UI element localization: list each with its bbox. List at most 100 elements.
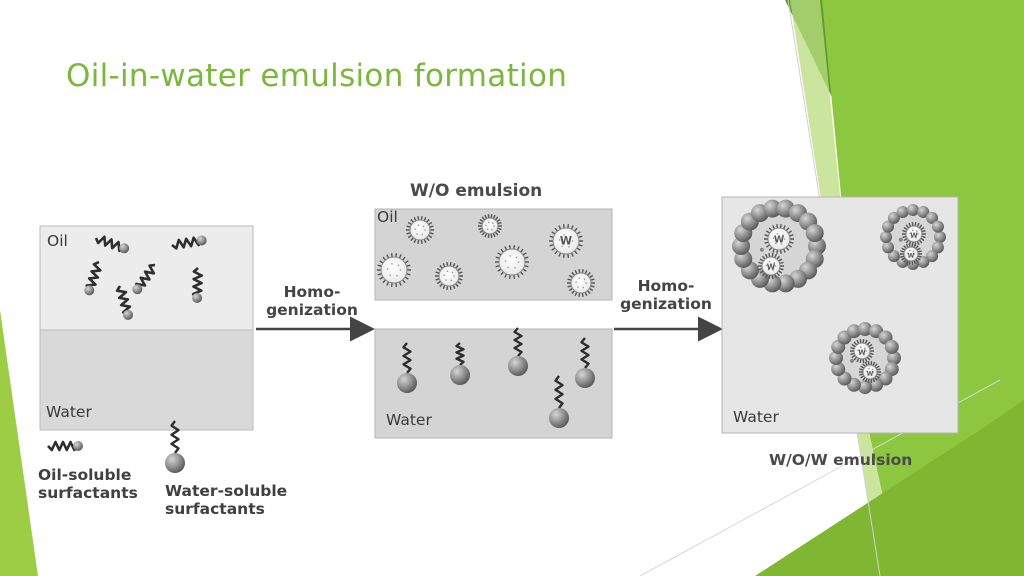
oil-soluble-surfactant bbox=[191, 267, 204, 303]
water-droplet bbox=[495, 245, 529, 279]
droplet-dot bbox=[857, 349, 859, 352]
panel1-oil-soluble-surfactants bbox=[84, 235, 207, 320]
droplet-dot bbox=[871, 368, 874, 371]
droplet-core bbox=[481, 217, 499, 235]
slide-title: Oil-in-water emulsion formation bbox=[66, 58, 568, 94]
wo-emulsion-title: W/O emulsion bbox=[410, 181, 543, 201]
water-droplet bbox=[567, 268, 595, 298]
droplet-dot bbox=[514, 266, 516, 269]
surfactant-head bbox=[196, 235, 207, 246]
droplet-w-mark: W bbox=[560, 235, 572, 248]
droplet-core bbox=[903, 246, 919, 262]
droplet-dot bbox=[868, 367, 870, 370]
droplet-dot bbox=[399, 269, 402, 271]
water-droplet: W bbox=[549, 224, 583, 258]
globule-surfactant-head bbox=[931, 220, 944, 233]
water-droplet bbox=[478, 213, 502, 239]
panel-water-surfactants bbox=[374, 327, 613, 439]
droplet-dot bbox=[397, 264, 400, 267]
droplet-dot bbox=[768, 260, 771, 263]
droplet-dot bbox=[776, 232, 779, 235]
surfactant-head bbox=[73, 441, 83, 451]
droplet-dot bbox=[571, 240, 574, 242]
globule-surfactant-head bbox=[858, 380, 872, 394]
droplet-spikes bbox=[764, 224, 794, 254]
droplet-dot bbox=[865, 350, 867, 352]
droplet-w-mark: W bbox=[858, 349, 866, 357]
oil-soluble-surfactant bbox=[84, 260, 102, 296]
surfactant-tail bbox=[115, 285, 132, 317]
droplet-dot bbox=[507, 266, 509, 269]
surfactant-head bbox=[123, 309, 134, 320]
oil-soluble-surfactant bbox=[132, 263, 156, 295]
droplet-dot bbox=[417, 224, 420, 227]
droplet-dot bbox=[517, 261, 520, 263]
droplet-core bbox=[862, 364, 878, 380]
droplet-dot bbox=[863, 353, 865, 356]
droplet-dot bbox=[782, 234, 784, 236]
droplet-core bbox=[552, 227, 580, 255]
oil-soluble-surfactant bbox=[171, 235, 207, 250]
droplet-dot bbox=[773, 262, 775, 264]
surfactant-head bbox=[549, 408, 569, 428]
droplet-core bbox=[767, 227, 791, 251]
droplet-core bbox=[409, 219, 431, 241]
droplet-spikes bbox=[406, 215, 434, 245]
droplet-dot bbox=[867, 374, 869, 376]
wow-globule: WW bbox=[880, 204, 946, 270]
water-droplet: W bbox=[902, 221, 926, 247]
droplet-dot bbox=[569, 235, 572, 238]
wo-water-droplets: W bbox=[377, 213, 595, 298]
water-droplet bbox=[406, 215, 434, 245]
droplet-dot bbox=[561, 245, 563, 248]
panel3-water-label: Water bbox=[733, 408, 779, 426]
surfactant-head bbox=[508, 356, 528, 376]
globule-surfactant-head bbox=[907, 204, 919, 216]
droplet-core bbox=[570, 272, 592, 294]
surfactant-head bbox=[575, 368, 595, 388]
droplet-dot bbox=[858, 353, 861, 356]
droplet-dot bbox=[774, 265, 777, 267]
droplet-spikes bbox=[377, 253, 411, 287]
droplet-dot bbox=[913, 253, 916, 255]
droplet-dot bbox=[389, 274, 391, 277]
legend-symbols bbox=[47, 420, 185, 473]
wow-globule: WW bbox=[829, 322, 901, 394]
panel1-water-phase bbox=[39, 329, 254, 431]
globule-dot bbox=[759, 247, 764, 252]
globule-surfactant-head bbox=[931, 241, 944, 254]
droplet-dot bbox=[568, 245, 570, 248]
droplet-dot bbox=[772, 237, 775, 239]
panel-wo-emulsion: W bbox=[374, 208, 613, 301]
droplet-dot bbox=[509, 255, 511, 257]
droplet-core bbox=[438, 265, 460, 287]
globule-surfactant-head bbox=[880, 231, 892, 243]
droplet-dot bbox=[780, 243, 783, 245]
droplet-spikes bbox=[850, 338, 874, 364]
arrow1-label-line1: Homo- bbox=[283, 283, 341, 301]
legend-water-soluble-label: Water-soluble surfactants bbox=[165, 482, 287, 519]
surfactant-tail bbox=[85, 260, 102, 292]
droplet-dot bbox=[917, 233, 919, 235]
droplet-spikes bbox=[567, 268, 595, 298]
droplet-dot bbox=[585, 282, 587, 284]
globule-surfactant-head bbox=[884, 339, 899, 354]
globule-surfactant-head bbox=[887, 211, 900, 224]
surfactant-head bbox=[192, 292, 203, 303]
globule-surfactant-head bbox=[882, 220, 895, 233]
decor-shard-bottom bbox=[755, 400, 1024, 576]
water-droplet: W bbox=[859, 360, 881, 384]
surfactant-tail bbox=[170, 420, 180, 454]
droplet-dot bbox=[396, 274, 398, 277]
droplet-dot bbox=[515, 256, 518, 259]
droplet-dot bbox=[563, 234, 565, 236]
droplet-dot bbox=[908, 256, 910, 258]
droplet-dot bbox=[416, 233, 418, 235]
surfactant-tail bbox=[513, 327, 523, 357]
water-soluble-surfactant bbox=[549, 375, 569, 428]
droplet-dot bbox=[865, 370, 868, 373]
droplet-w-mark: W bbox=[767, 263, 776, 272]
droplet-dot bbox=[487, 221, 490, 223]
droplet-spikes bbox=[900, 242, 922, 266]
surfactant-tail bbox=[455, 342, 465, 366]
